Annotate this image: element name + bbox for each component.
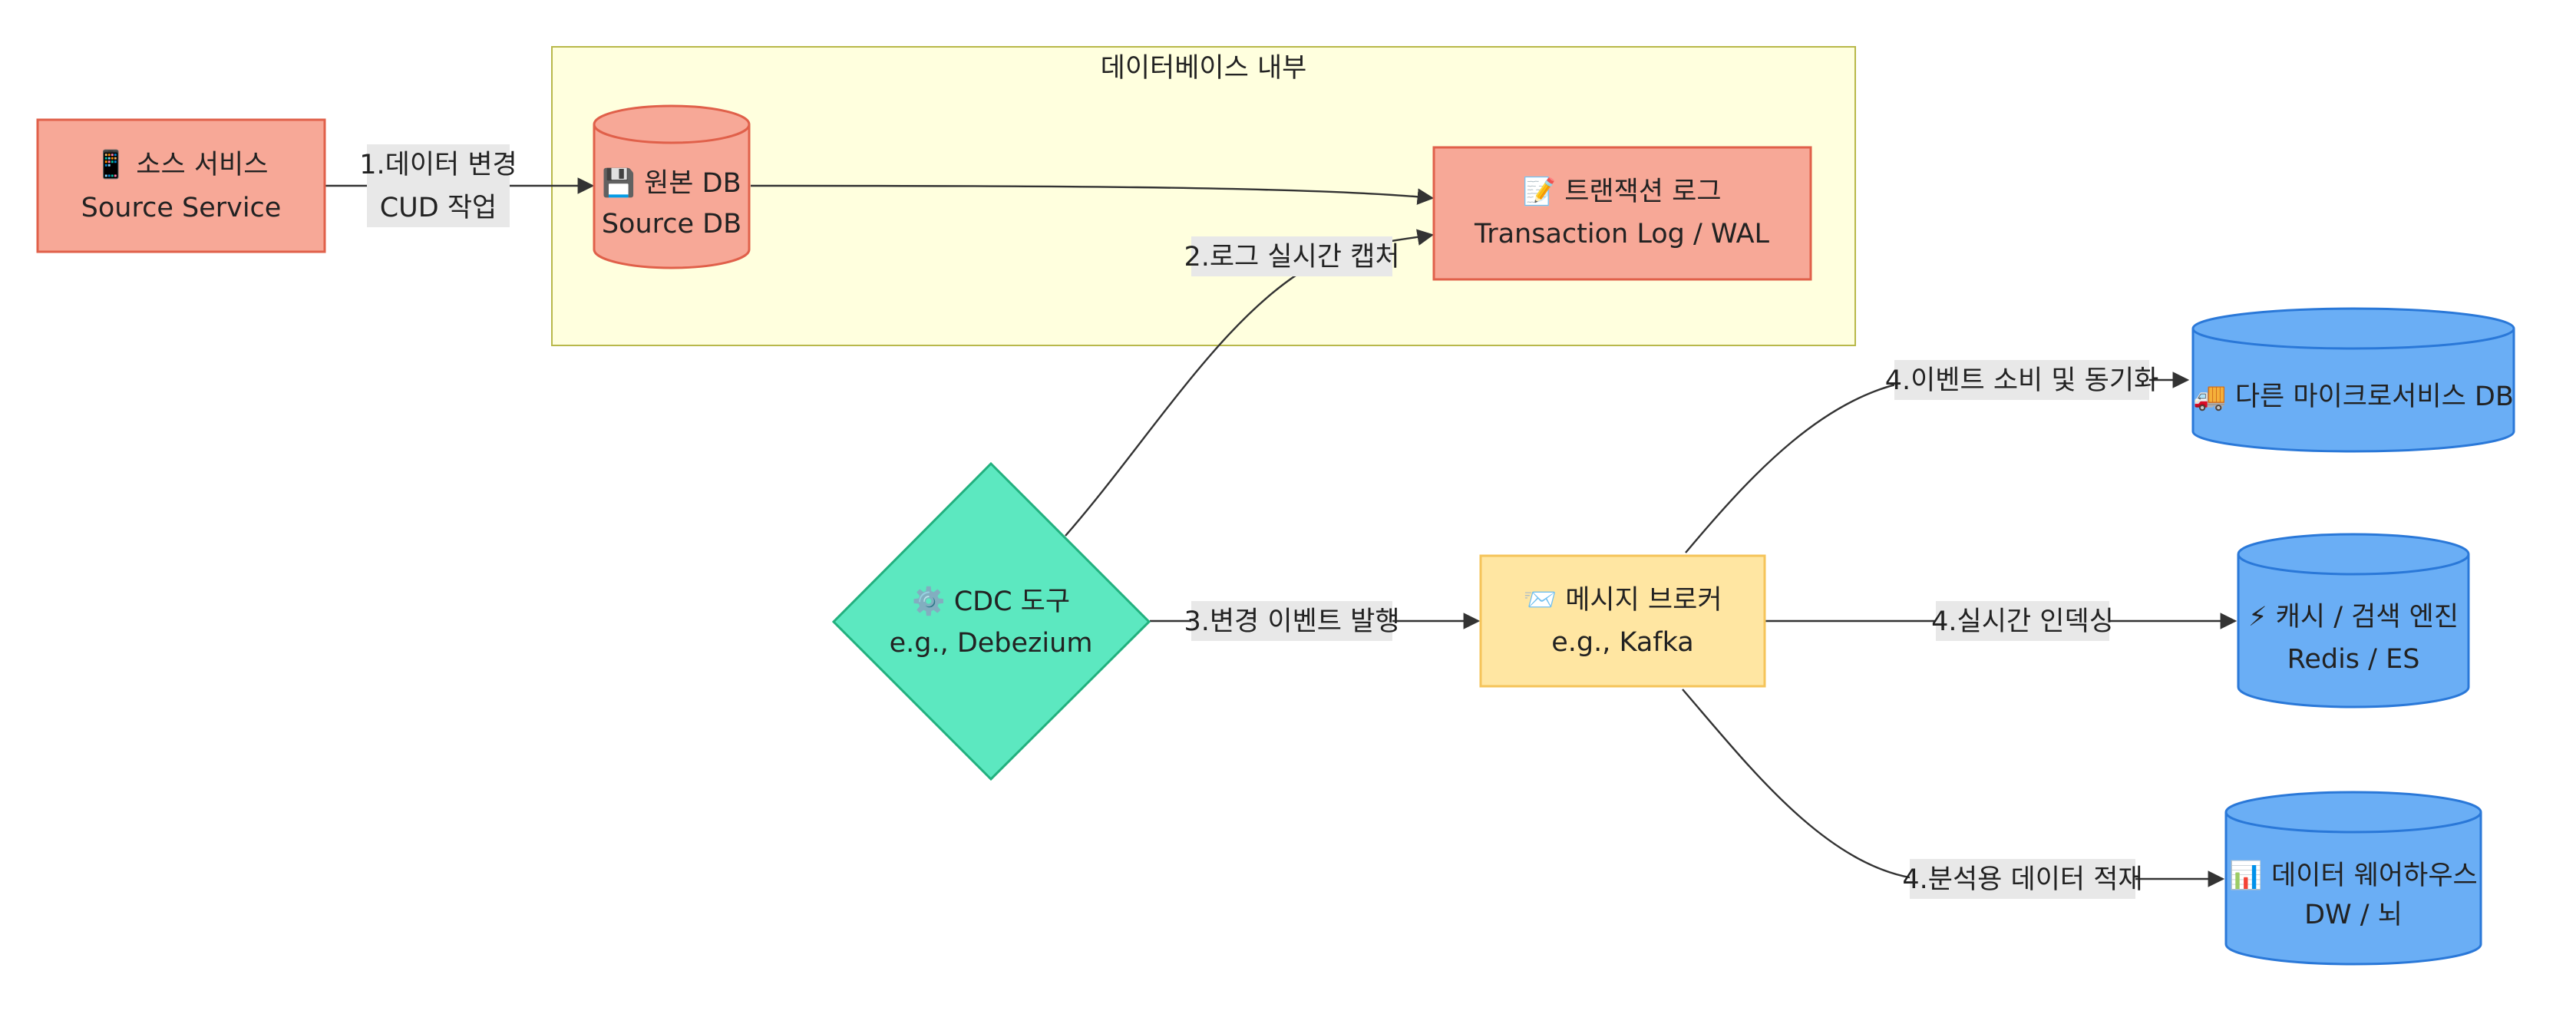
node-source-db: 💾 원본 DB Source DB bbox=[593, 104, 751, 269]
message-broker-sublabel: e.g., Kafka bbox=[1551, 627, 1693, 658]
svg-text:📱 소스 서비스: 📱 소스 서비스 bbox=[94, 149, 269, 180]
memo-icon: 📝 bbox=[1522, 176, 1556, 207]
subgraph-title: 데이터베이스 내부 bbox=[1101, 53, 1307, 84]
edge-label-e1-line2: CUD 작업 bbox=[380, 193, 497, 223]
node-data-warehouse: 📊 데이터 웨어하우스 DW / 뇌 bbox=[2224, 791, 2482, 966]
svg-text:📨 메시지 브로커: 📨 메시지 브로커 bbox=[1523, 585, 1722, 616]
source-service-label: 소스 서비스 bbox=[136, 150, 268, 180]
source-service-sublabel: Source Service bbox=[81, 193, 282, 223]
edge-label-e3: 3.변경 이벤트 발행 bbox=[1184, 601, 1400, 641]
cache-search-sublabel: Redis / ES bbox=[2287, 644, 2420, 675]
bar-chart-icon: 📊 bbox=[2229, 860, 2263, 891]
node-cdc-tool: ⚙️ CDC 도구 e.g., Debezium bbox=[831, 461, 1151, 781]
floppy-disk-icon: 💾 bbox=[602, 167, 636, 199]
edge-label-e4b-text: 4.실시간 인덱싱 bbox=[1931, 606, 2114, 637]
edge-label-e2: 2.로그 실시간 캡처 bbox=[1184, 236, 1400, 276]
edge-db-to-log bbox=[750, 184, 1435, 205]
message-broker-label: 메시지 브로커 bbox=[1565, 585, 1722, 616]
source-db-sublabel: Source DB bbox=[602, 209, 741, 239]
gear-icon: ⚙️ bbox=[912, 586, 946, 617]
cache-search-label: 캐시 / 검색 엔진 bbox=[2276, 602, 2459, 633]
node-transaction-log: 📝 트랜잭션 로그 Transaction Log / WAL bbox=[1432, 146, 1812, 281]
phone-icon: 📱 bbox=[94, 149, 128, 180]
svg-text:⚡ 캐시 / 검색 엔진: ⚡ 캐시 / 검색 엔진 bbox=[2248, 602, 2459, 633]
cdc-tool-label: CDC 도구 bbox=[954, 586, 1070, 617]
data-warehouse-label: 데이터 웨어하우스 bbox=[2271, 860, 2478, 891]
node-microservice-db: 🚚 다른 마이크로서비스 DB bbox=[2191, 307, 2515, 453]
truck-icon: 🚚 bbox=[2193, 382, 2227, 412]
edge-label-e2-text: 2.로그 실시간 캡처 bbox=[1184, 242, 1399, 273]
svg-text:🚚 다른 마이크로서비스 DB: 🚚 다른 마이크로서비스 DB bbox=[2193, 382, 2514, 412]
source-db-label: 원본 DB bbox=[644, 168, 741, 199]
node-cache-search: ⚡ 캐시 / 검색 엔진 Redis / ES bbox=[2237, 533, 2470, 709]
edge-label-e3-text: 3.변경 이벤트 발행 bbox=[1184, 606, 1399, 637]
edge-label-e4a: 4.이벤트 소비 및 동기화 bbox=[1885, 360, 2159, 400]
transaction-log-sublabel: Transaction Log / WAL bbox=[1474, 219, 1770, 249]
data-warehouse-sublabel: DW / 뇌 bbox=[2304, 900, 2403, 930]
svg-text:💾 원본 DB: 💾 원본 DB bbox=[602, 167, 741, 199]
cdc-tool-sublabel: e.g., Debezium bbox=[890, 628, 1093, 659]
edge-label-e4b: 4.실시간 인덱싱 bbox=[1931, 601, 2114, 641]
envelope-icon: 📨 bbox=[1523, 585, 1557, 616]
edge-broker-to-dw bbox=[1682, 689, 2225, 887]
svg-text:📊 데이터 웨어하우스: 📊 데이터 웨어하우스 bbox=[2229, 860, 2477, 891]
edge-broker-to-msdb bbox=[1685, 372, 2190, 553]
node-source-service: 📱 소스 서비스 Source Service bbox=[36, 118, 326, 253]
microservice-db-label: 다른 마이크로서비스 DB bbox=[2235, 382, 2514, 412]
edge-label-e4c: 4.분석용 데이터 적재 bbox=[1902, 859, 2143, 899]
lightning-icon: ⚡ bbox=[2248, 602, 2267, 633]
edge-label-e1: 1.데이터 변경 CUD 작업 bbox=[359, 144, 517, 227]
edge-label-e4a-text: 4.이벤트 소비 및 동기화 bbox=[1885, 365, 2159, 396]
svg-text:📝 트랜잭션 로그: 📝 트랜잭션 로그 bbox=[1522, 176, 1721, 207]
node-message-broker: 📨 메시지 브로커 e.g., Kafka bbox=[1479, 554, 1766, 688]
edge-label-e1-line1: 1.데이터 변경 bbox=[359, 150, 517, 180]
edge-label-e4c-text: 4.분석용 데이터 적재 bbox=[1902, 864, 2142, 895]
svg-text:⚙️ CDC 도구: ⚙️ CDC 도구 bbox=[912, 586, 1070, 617]
transaction-log-label: 트랜잭션 로그 bbox=[1564, 177, 1721, 207]
